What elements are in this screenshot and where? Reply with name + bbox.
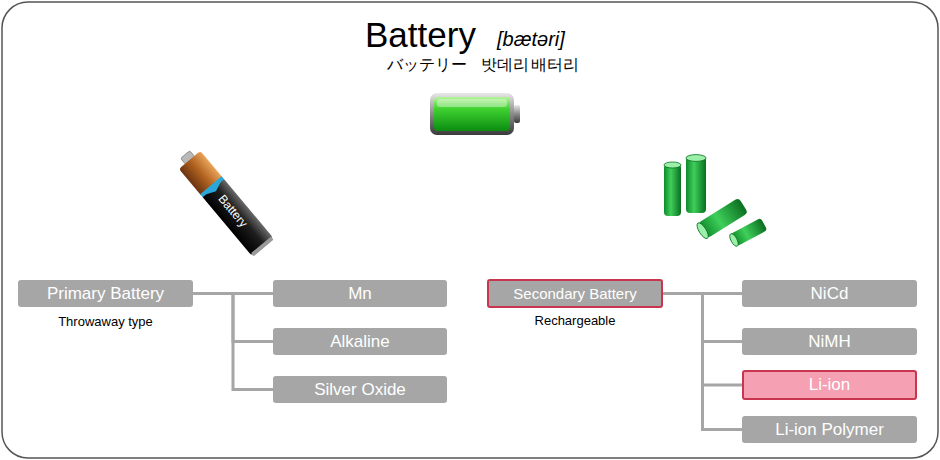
type-box: Silver Oxide bbox=[273, 376, 447, 403]
type-box: Li-ion Polymer bbox=[742, 416, 917, 443]
type-box: NiMH bbox=[742, 328, 917, 355]
category-box: Primary BatteryThrowaway type bbox=[18, 280, 193, 307]
tree-connector bbox=[663, 294, 742, 430]
node-label: Primary Battery bbox=[47, 284, 164, 304]
type-box: Mn bbox=[273, 280, 447, 307]
node-caption: Throwaway type bbox=[58, 314, 153, 329]
rechargeable-cells bbox=[664, 155, 767, 248]
pronunciation: [bætəri] bbox=[497, 28, 565, 51]
type-box-highlighted: Li-ion bbox=[742, 370, 917, 400]
node-label: Mn bbox=[348, 284, 372, 304]
node-label: Silver Oxide bbox=[314, 380, 406, 400]
node-label: NiCd bbox=[811, 284, 849, 304]
node-label: NiMH bbox=[808, 332, 851, 352]
aa-battery bbox=[174, 146, 274, 257]
battery-print: Battery bbox=[215, 192, 250, 230]
type-box: Alkaline bbox=[273, 328, 447, 355]
battery-level-icon bbox=[430, 93, 520, 135]
title: Battery bbox=[365, 15, 476, 55]
korean-term: 밧데리 bbox=[481, 55, 529, 76]
node-label: Secondary Battery bbox=[513, 285, 636, 302]
tree-connector bbox=[193, 294, 273, 390]
korean-term: 배터리 bbox=[531, 55, 579, 76]
node-label: Alkaline bbox=[330, 332, 390, 352]
node-label: Li-ion bbox=[809, 375, 851, 395]
japanese-term: バッテリー bbox=[387, 55, 467, 76]
category-box-highlighted: Secondary BatteryRechargeable bbox=[487, 279, 663, 308]
type-box: NiCd bbox=[742, 280, 917, 307]
node-label: Li-ion Polymer bbox=[775, 420, 884, 440]
node-caption: Rechargeable bbox=[535, 313, 616, 328]
